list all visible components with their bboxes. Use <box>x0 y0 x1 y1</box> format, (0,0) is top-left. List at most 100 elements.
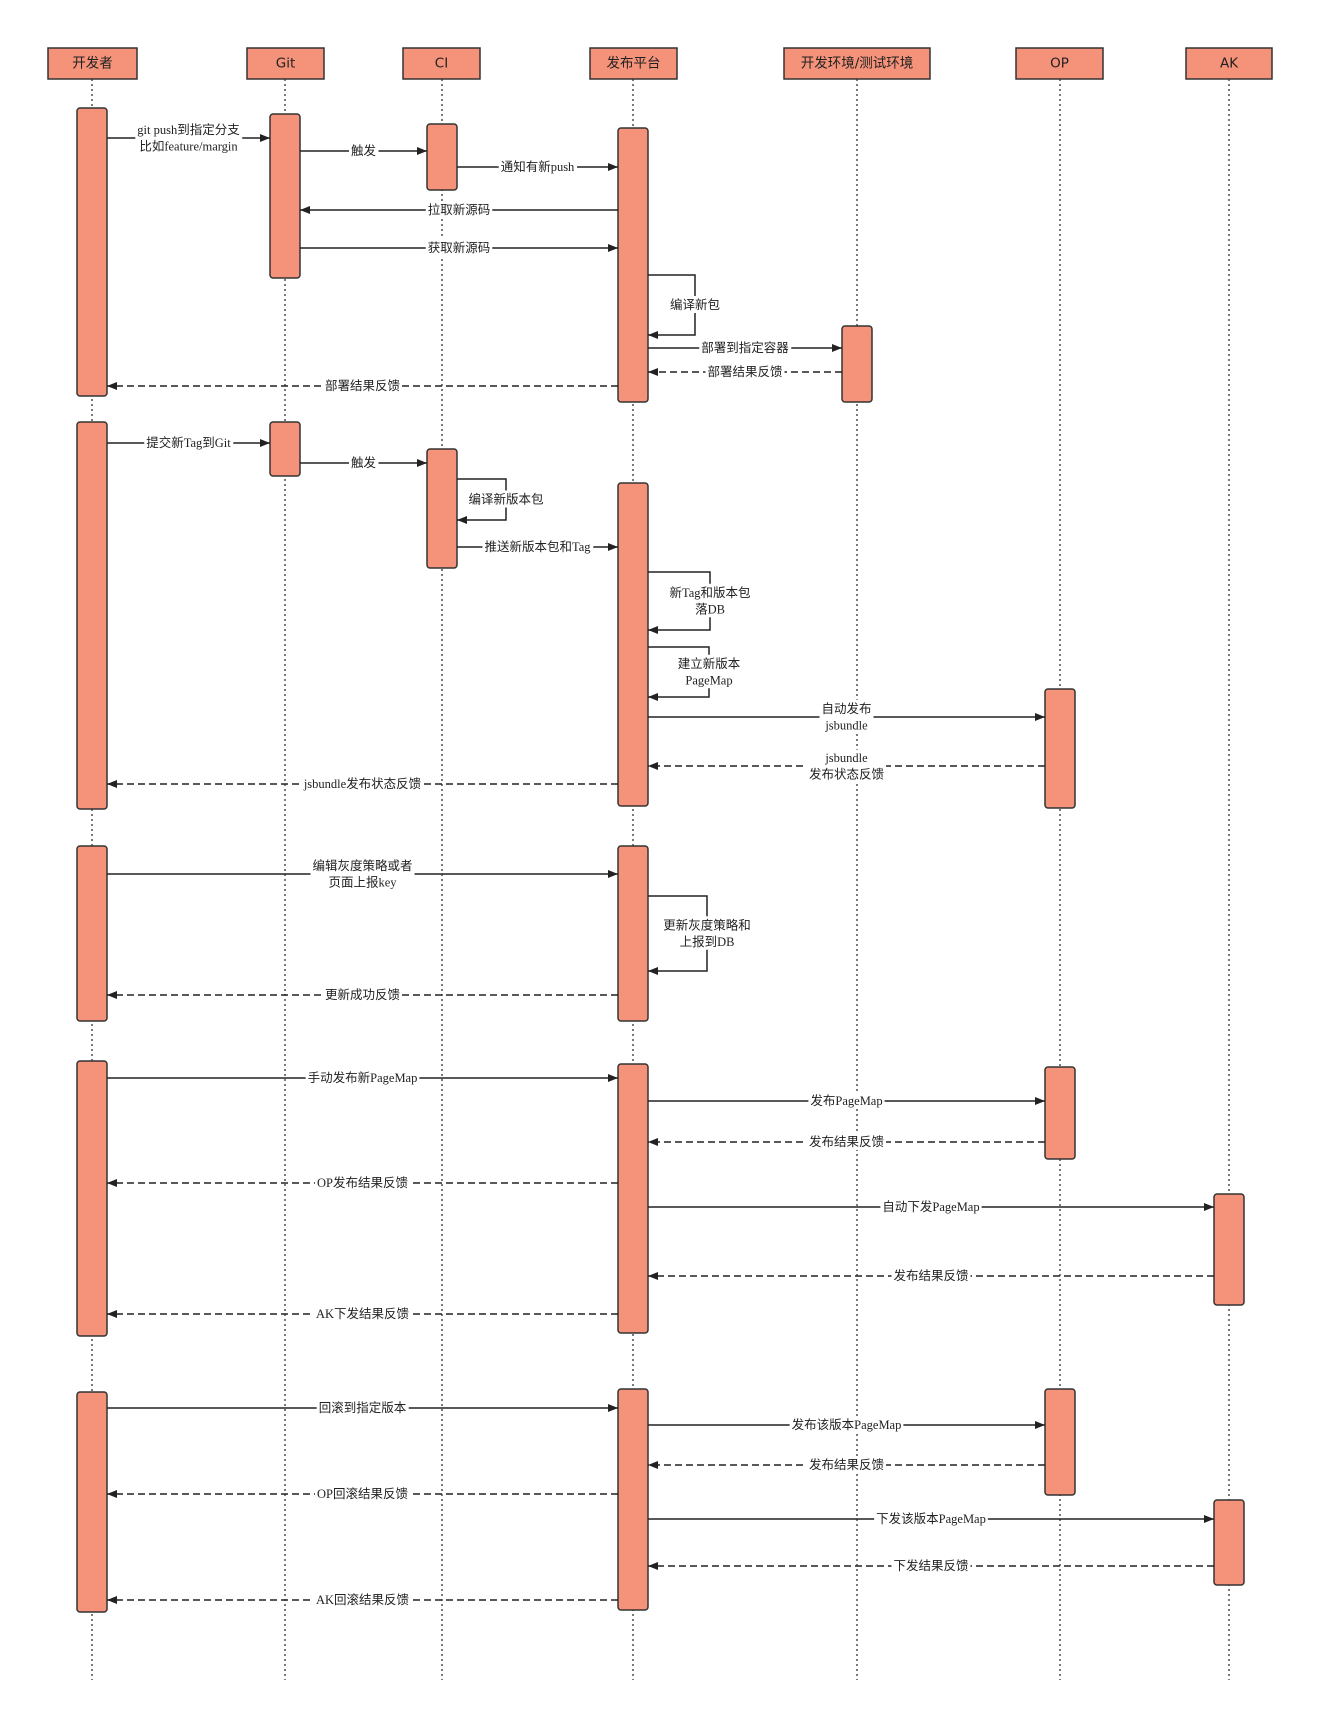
message-label-line: 发布PageMap <box>810 1093 882 1108</box>
reply-arrow: 部署结果反馈 <box>648 363 842 380</box>
message-label-line: 部署结果反馈 <box>325 378 400 393</box>
message-label-line: 建立新版本 <box>678 656 741 671</box>
reply-arrow: OP回滚结果反馈 <box>107 1485 618 1502</box>
message-label: 发布结果反馈 <box>891 1267 971 1284</box>
message-label: 触发 <box>348 454 379 471</box>
message-arrow: 获取新源码 <box>300 239 618 256</box>
message-label-background <box>466 490 546 508</box>
message-label: 发布该版本PageMap <box>789 1416 904 1433</box>
reply-arrow: jsbundle发布状态反馈 <box>107 775 618 792</box>
message-label: 提交新Tag到Git <box>144 434 234 451</box>
activation-bar-release-platform <box>617 1388 649 1611</box>
message-label-line: 发布状态反馈 <box>809 766 884 781</box>
reply-arrow: 发布结果反馈 <box>648 1133 1045 1150</box>
activation-bar-release-platform <box>617 845 649 1022</box>
message-label-line: 自动发布 <box>821 701 871 716</box>
activation-bar-op <box>1044 688 1076 809</box>
reply-arrow: AK下发结果反馈 <box>107 1305 618 1322</box>
reply-arrow: 更新成功反馈 <box>107 986 618 1003</box>
message-label-background <box>300 775 424 792</box>
message-label-background <box>425 239 493 256</box>
activation-bar-developer <box>76 421 108 810</box>
message-label-line: AK下发结果反馈 <box>316 1306 409 1321</box>
message-label: 部署结果反馈 <box>705 363 785 380</box>
message-label-line: OP发布结果反馈 <box>317 1175 408 1190</box>
message-arrow: 发布该版本PageMap <box>648 1416 1045 1433</box>
message-label-background <box>806 749 887 783</box>
reply-arrow: 部署结果反馈 <box>107 377 618 394</box>
participant-box <box>1015 47 1104 80</box>
message-label-line: 下发结果反馈 <box>893 1558 968 1573</box>
message-label: 自动下发PageMap <box>880 1198 982 1215</box>
message-label-background <box>425 201 493 218</box>
message-label-background <box>313 1305 412 1322</box>
participant-name: OP <box>1050 56 1069 72</box>
message-label-background <box>806 1456 887 1473</box>
message-label-line: jsbundle <box>824 751 868 765</box>
message-label: AK回滚结果反馈 <box>313 1591 412 1608</box>
message-label-line: jsbundle <box>824 718 868 732</box>
message-label: 编译新包 <box>667 296 723 313</box>
participant-name: 发布平台 <box>607 56 661 72</box>
message-label-line: 拉取新源码 <box>428 202 491 217</box>
message-label-background <box>498 158 578 175</box>
message-label-line: 发布结果反馈 <box>893 1268 968 1283</box>
message-label-line: 新Tag和版本包 <box>669 585 750 600</box>
message-label-background <box>144 434 234 451</box>
message-label-background <box>322 377 403 394</box>
activation-bar-ci <box>426 123 458 191</box>
participant-developer: 开发者 <box>47 47 138 80</box>
message-arrow: 提交新Tag到Git <box>107 434 270 451</box>
activation-bar-release-platform <box>617 1063 649 1334</box>
message-label-line: 触发 <box>351 455 377 470</box>
activation-bar-op <box>1044 1388 1076 1496</box>
participant-ci: CI <box>402 47 481 80</box>
message-arrow: 发布PageMap <box>648 1092 1045 1109</box>
message-label-line: 推送新版本包和Tag <box>484 539 591 554</box>
message-label-background <box>808 1092 885 1109</box>
message-label-background <box>482 538 594 555</box>
message-label-line: 部署结果反馈 <box>707 364 782 379</box>
activation-bar-ak <box>1213 1499 1245 1586</box>
message-label-line: 获取新源码 <box>428 240 491 255</box>
message-label-background <box>891 1557 971 1574</box>
message-label-line: 手动发布新PageMap <box>308 1070 418 1085</box>
message-label-background <box>675 654 743 689</box>
reply-arrow: 发布结果反馈 <box>648 1456 1045 1473</box>
message-label-line: 回滚到指定版本 <box>319 1400 407 1415</box>
self-call-arrow: 编译新版本包 <box>457 478 546 524</box>
activation-bar-developer <box>76 1391 108 1613</box>
message-label-background <box>348 142 379 159</box>
reply-arrow: 发布结果反馈 <box>648 1267 1214 1284</box>
participant-box <box>246 47 325 80</box>
message-label-line: 落DB <box>695 602 725 616</box>
activation-bar-release-platform <box>617 482 649 807</box>
message-label-background <box>322 986 403 1003</box>
message-label: 自动发布 jsbundle <box>819 699 874 734</box>
message-label: 推送新版本包和Tag <box>482 538 594 555</box>
activation-bar-developer <box>76 845 108 1022</box>
message-label-line: 页面上报key <box>328 874 397 889</box>
participant-box <box>1185 47 1273 80</box>
message-label-background <box>699 339 792 356</box>
message-label-line: 发布该版本PageMap <box>792 1417 902 1432</box>
message-label-line: 提交新Tag到Git <box>146 435 231 450</box>
message-label-background <box>313 1591 412 1608</box>
message-label-line: 比如feature/margin <box>139 138 238 153</box>
message-arrow: 触发 <box>300 454 427 471</box>
message-label-line: 部署到指定容器 <box>701 340 789 355</box>
message-label-background <box>348 454 379 471</box>
message-label-background <box>891 1267 971 1284</box>
message-label-line: 自动下发PageMap <box>882 1199 979 1214</box>
message-label: 部署结果反馈 <box>322 377 403 394</box>
activation-bars <box>76 107 1245 1613</box>
message-label: 部署到指定容器 <box>699 339 792 356</box>
activation-bar-release-platform <box>617 127 649 403</box>
